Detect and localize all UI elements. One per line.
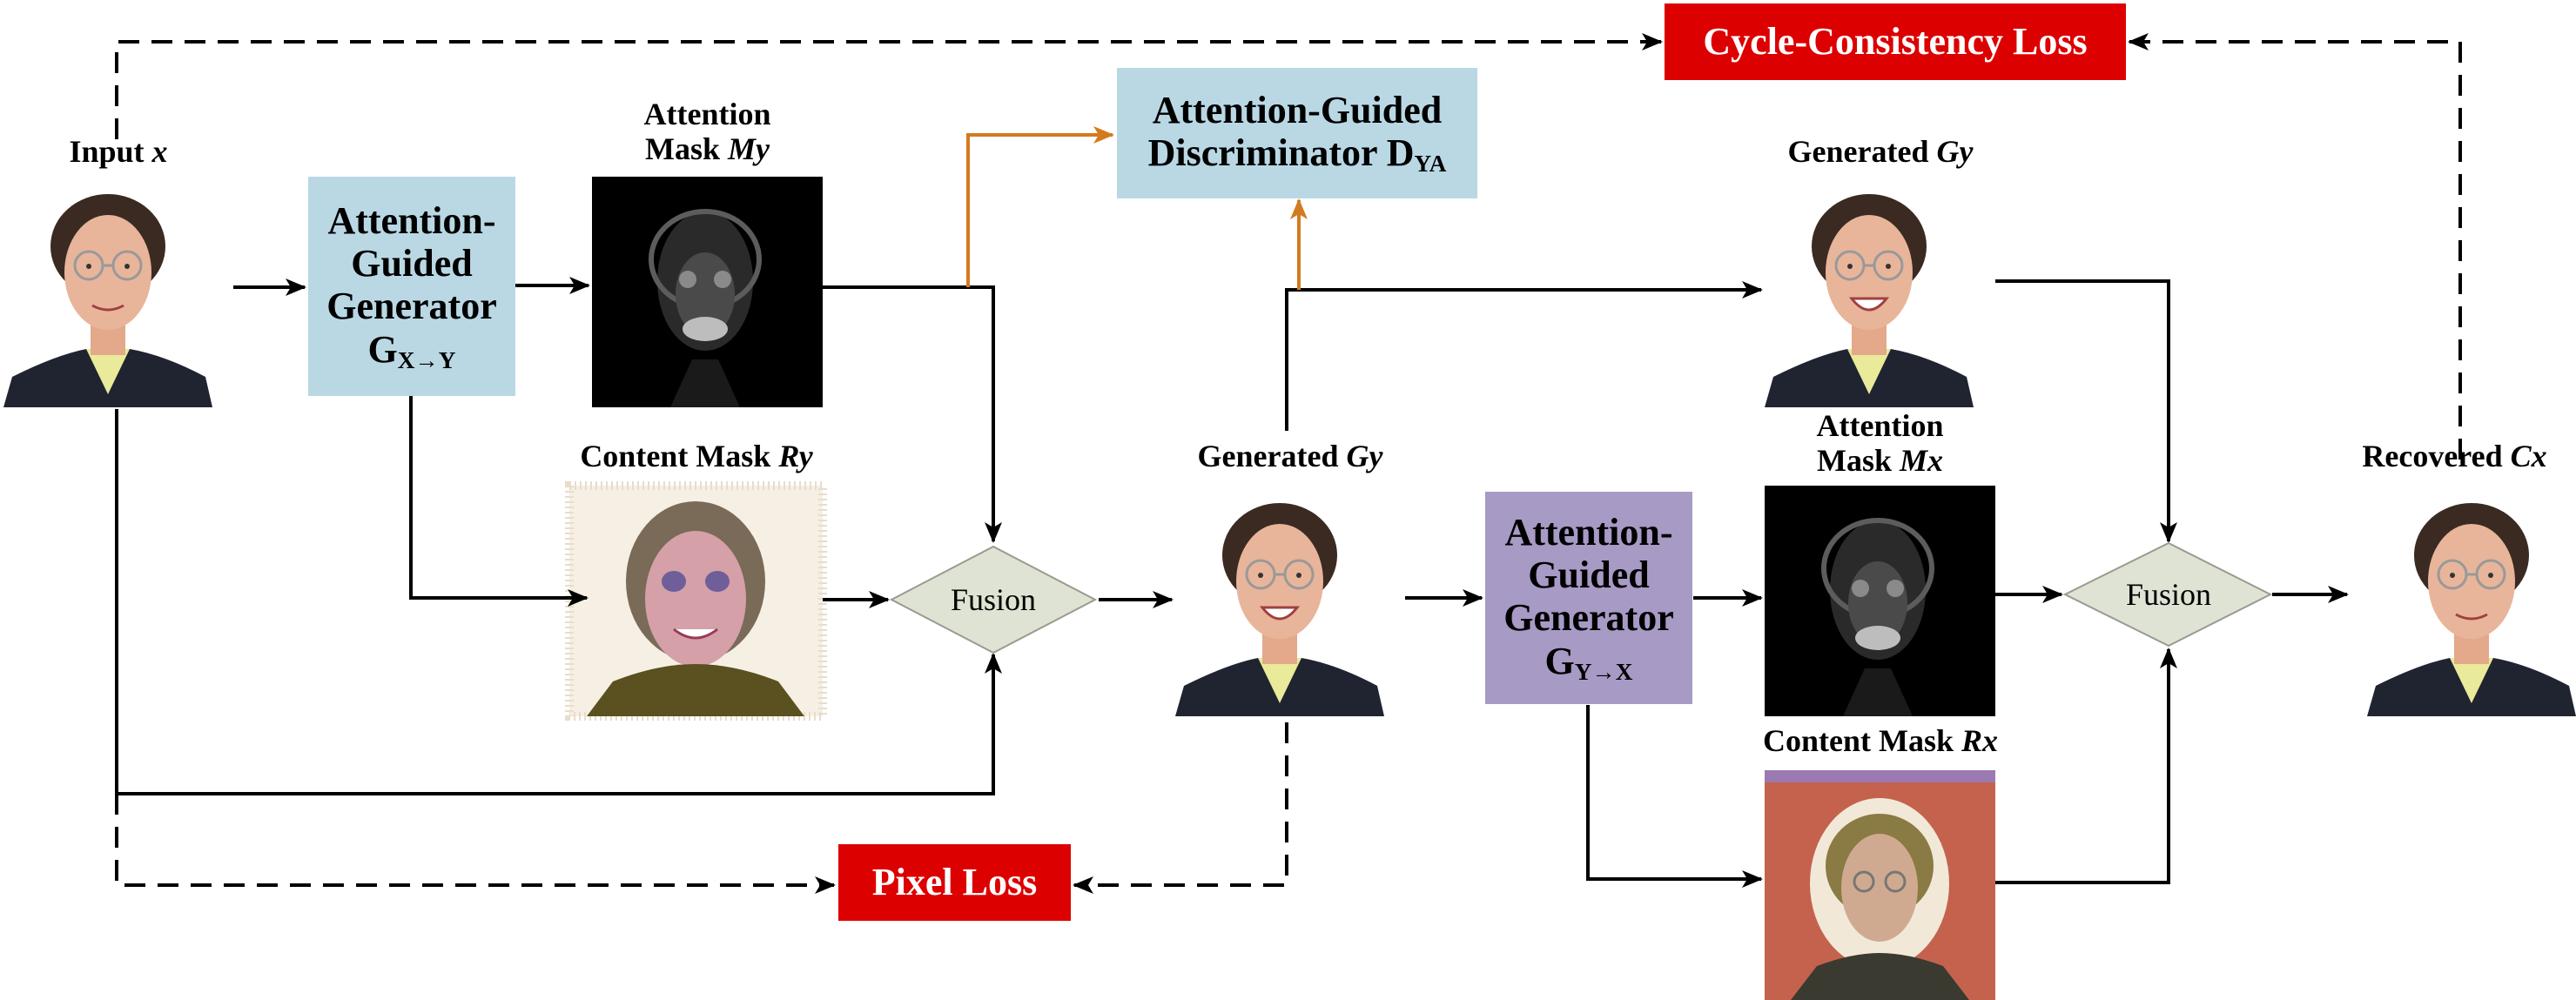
attention-mask-mx-label: Attention Mask Mx bbox=[1816, 408, 1944, 478]
dashed-connectors bbox=[115, 33, 2462, 894]
generator-y-to-x-symbol: GY→X bbox=[1544, 639, 1633, 685]
generated-gy-mid-image bbox=[1174, 484, 1386, 718]
discriminator-dya: Attention-Guided Discriminator DYA bbox=[1117, 68, 1477, 198]
generator-x-to-y-line2: Guided bbox=[351, 242, 473, 285]
generated-gy-top-image bbox=[1763, 175, 1975, 409]
content-mask-ry-image bbox=[565, 481, 827, 721]
generator-y-to-x-line2: Guided bbox=[1528, 554, 1650, 597]
generator-x-to-y-line1: Attention- bbox=[327, 198, 496, 242]
discriminator-line2: Discriminator DYA bbox=[1147, 131, 1447, 178]
attention-mask-my-label: Attention Mask My bbox=[643, 97, 771, 166]
input-label: Input x bbox=[69, 134, 168, 169]
attention-mask-my-image bbox=[592, 177, 823, 407]
generated-gy-top-label: Generated Gy bbox=[1787, 134, 1974, 169]
discriminator-line1: Attention-Guided bbox=[1152, 89, 1443, 132]
cycle-consistency-loss: Cycle-Consistency Loss bbox=[1665, 3, 2126, 80]
generator-y-to-x: Attention- Guided Generator GY→X bbox=[1485, 492, 1692, 704]
fusion-2-label: Fusion bbox=[2125, 577, 2212, 612]
pixel-loss: Pixel Loss bbox=[838, 844, 1071, 921]
input-image bbox=[2, 175, 214, 409]
generator-y-to-x-line1: Attention- bbox=[1504, 510, 1673, 554]
fusion-1-label: Fusion bbox=[950, 582, 1037, 617]
content-mask-ry-label: Content Mask Ry bbox=[580, 439, 813, 473]
recovered-cx-label: Recovered Cx bbox=[2362, 439, 2547, 473]
generator-x-to-y: Attention- Guided Generator GX→Y bbox=[308, 177, 515, 396]
generated-gy-mid-label: Generated Gy bbox=[1197, 439, 1383, 473]
generator-y-to-x-line3: Generator bbox=[1503, 596, 1674, 640]
connectors bbox=[115, 277, 2349, 888]
recovered-cx-image bbox=[2365, 484, 2576, 718]
attention-mask-mx-image bbox=[1765, 486, 1995, 716]
content-mask-rx-label: Content Mask Rx bbox=[1762, 723, 1999, 758]
cycle-consistency-loss-label: Cycle-Consistency Loss bbox=[1703, 20, 2088, 64]
fusion-1-diamond bbox=[889, 545, 1098, 654]
fusion-2-diamond bbox=[2062, 541, 2273, 648]
discriminator-connectors bbox=[966, 126, 1308, 290]
generator-x-to-y-line3: Generator bbox=[326, 285, 497, 328]
generator-x-to-y-symbol: GX→Y bbox=[367, 327, 456, 373]
pixel-loss-label: Pixel Loss bbox=[871, 861, 1038, 904]
content-mask-rx-image bbox=[1765, 770, 1995, 1000]
